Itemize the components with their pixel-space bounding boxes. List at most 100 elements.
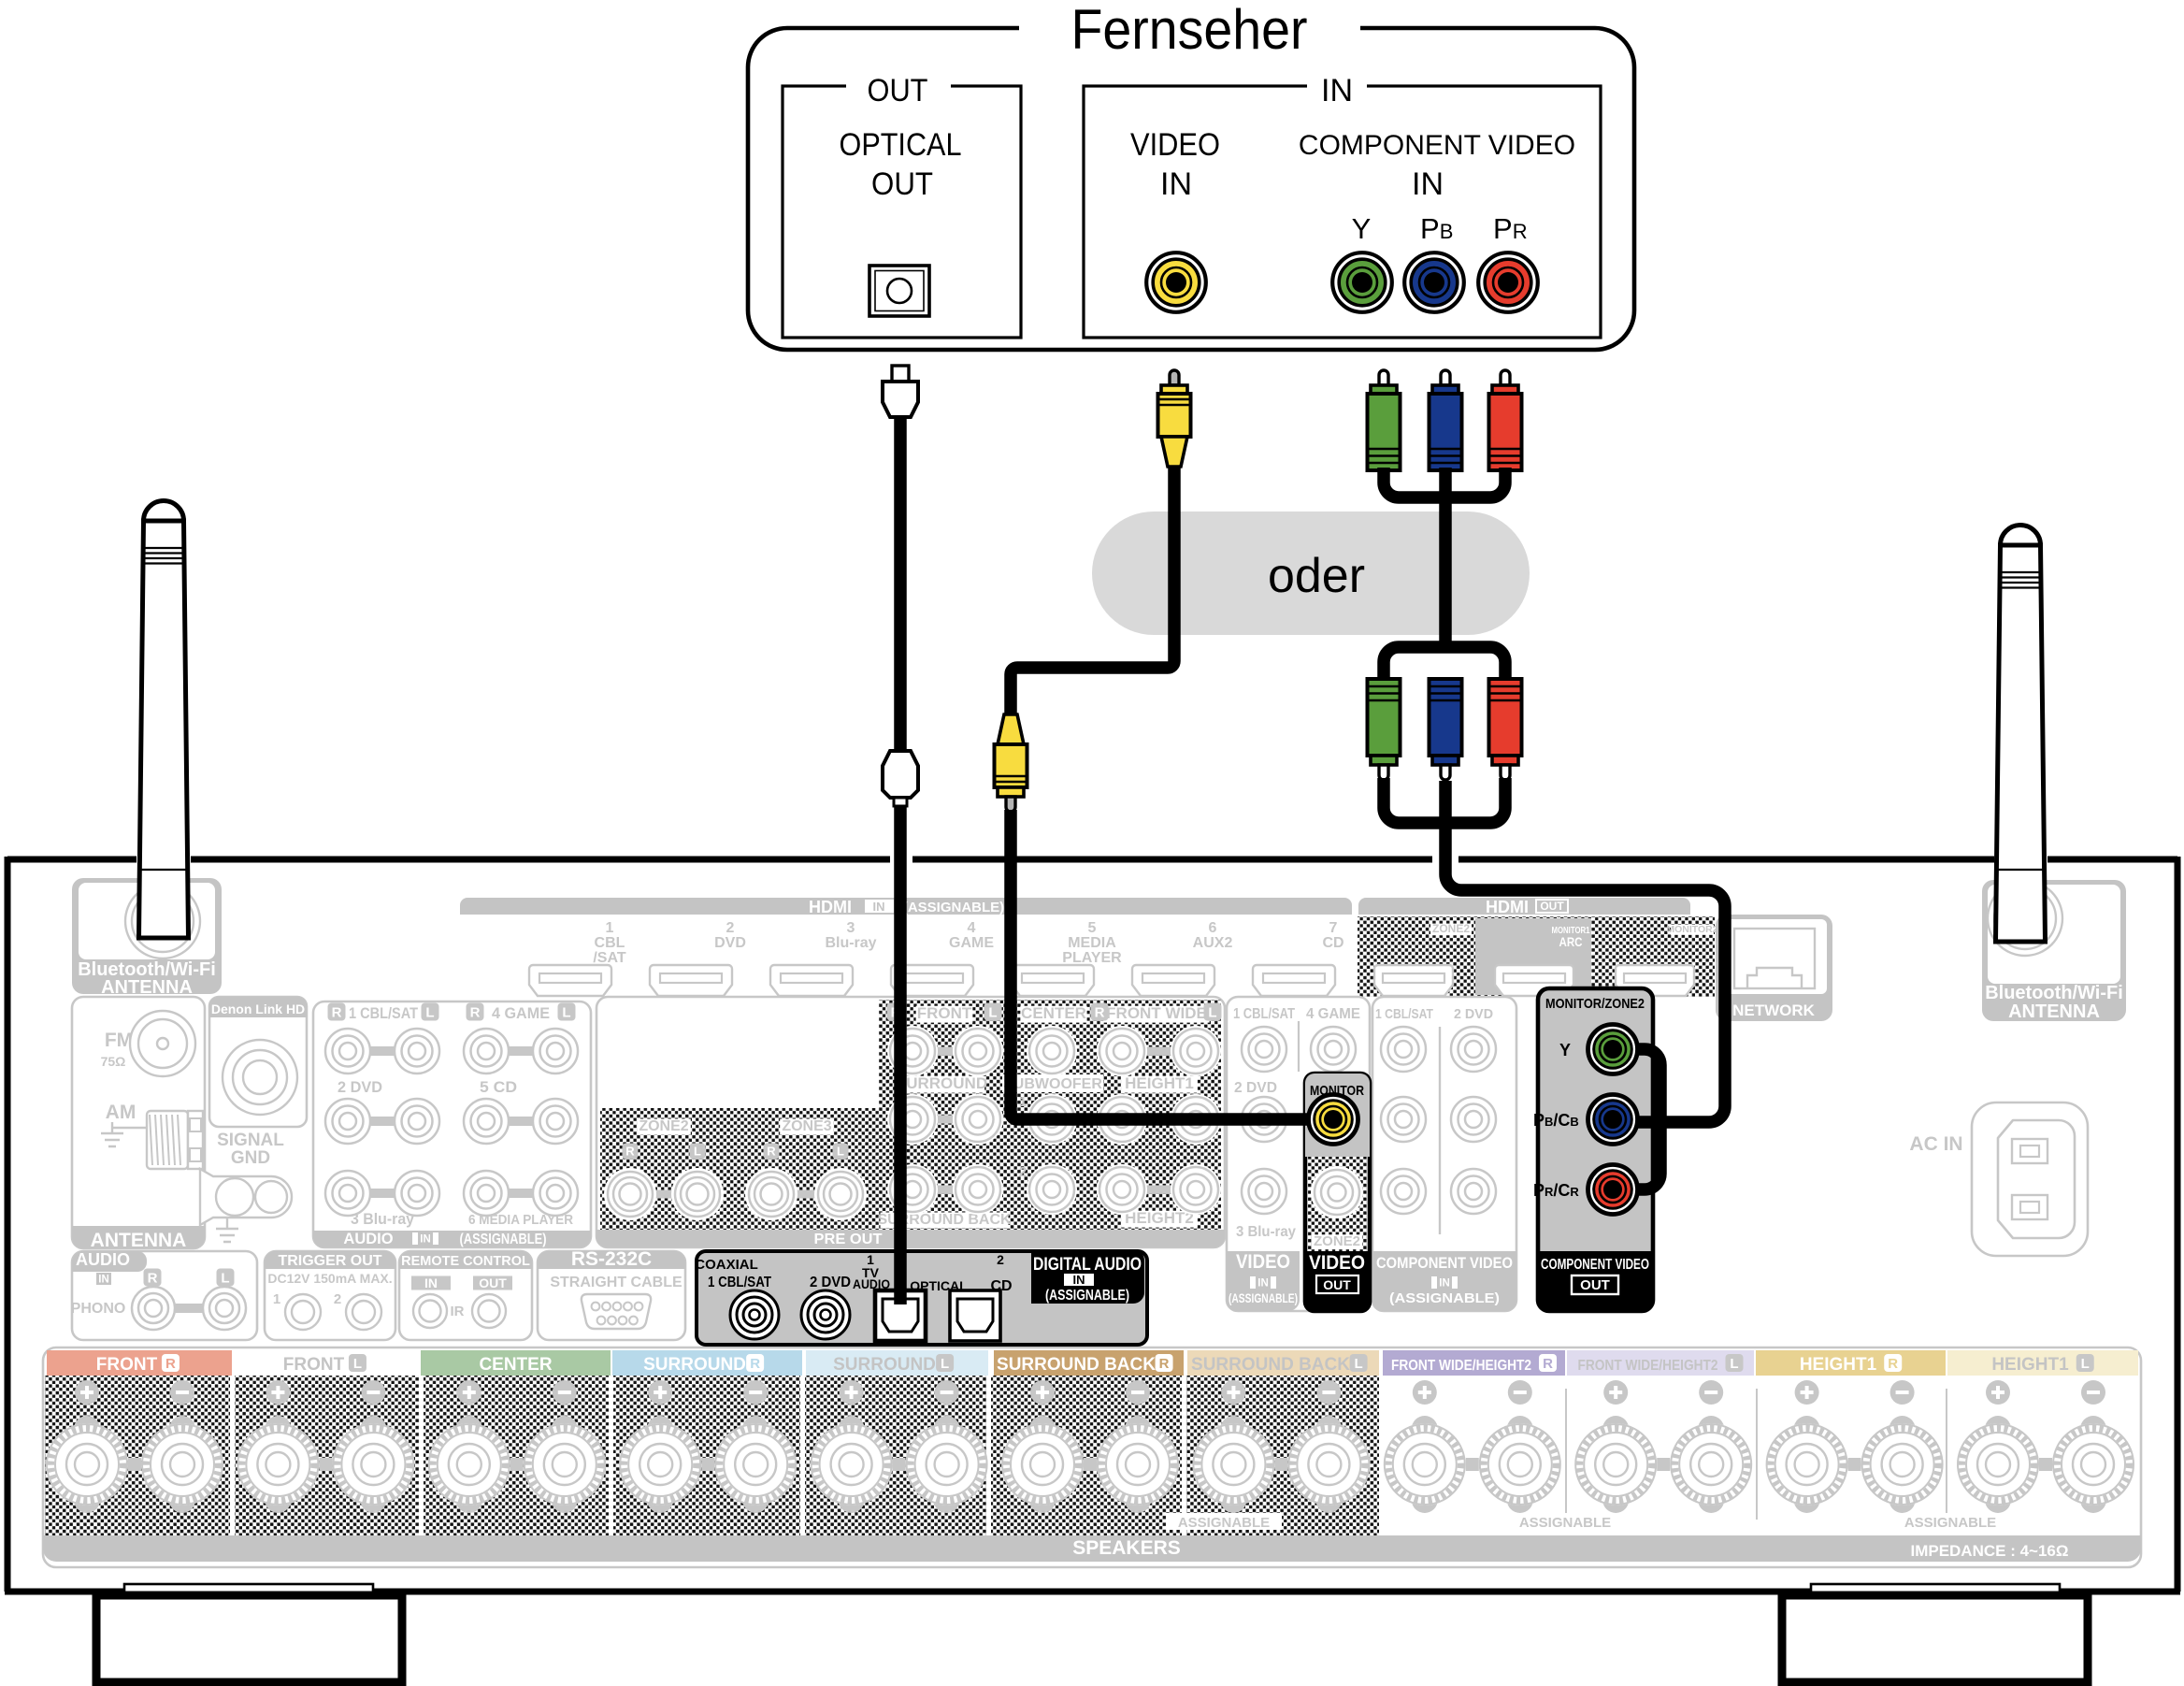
svg-text:1: 1 (1019, 1094, 1027, 1110)
svg-text:OUT: OUT (1323, 1277, 1351, 1292)
svg-text:2: 2 (1019, 1164, 1027, 1180)
svg-text:2 DVD: 2 DVD (1454, 1006, 1493, 1022)
svg-text:Denon Link HD: Denon Link HD (211, 1002, 305, 1016)
svg-text:2 DVD: 2 DVD (338, 1078, 382, 1096)
svg-text:IN: IN (1412, 166, 1444, 202)
svg-text:6 MEDIA PLAYER: 6 MEDIA PLAYER (468, 1212, 573, 1228)
svg-text:PB/CB: PB/CB (1533, 1111, 1579, 1130)
svg-text:L: L (837, 1145, 844, 1159)
svg-text:Bluetooth/Wi-Fi: Bluetooth/Wi-Fi (1985, 983, 2123, 1003)
svg-text:ZONE3: ZONE3 (782, 1118, 831, 1134)
svg-text:STRAIGHT CABLE: STRAIGHT CABLE (550, 1275, 682, 1290)
svg-text:6: 6 (1209, 920, 1217, 936)
svg-text:R: R (625, 1145, 635, 1159)
svg-text:DC12V 150mA MAX.: DC12V 150mA MAX. (267, 1271, 392, 1286)
svg-text:4 GAME: 4 GAME (1306, 1006, 1360, 1022)
svg-text:PLAYER: PLAYER (1062, 950, 1122, 966)
svg-text:1 CBL/SAT: 1 CBL/SAT (1375, 1006, 1433, 1022)
svg-text:IN: IN (873, 900, 885, 914)
svg-text:TV: TV (862, 1265, 880, 1280)
svg-text:3: 3 (847, 920, 855, 936)
svg-text:IN: IN (1321, 73, 1353, 108)
svg-text:GAME: GAME (949, 935, 994, 951)
svg-text:5: 5 (1088, 920, 1097, 936)
svg-text:L: L (562, 1004, 570, 1020)
svg-text:MONITOR2: MONITOR2 (1666, 924, 1717, 935)
svg-text:HEIGHT1: HEIGHT1 (1991, 1355, 2069, 1375)
svg-text:FRONT WIDE/HEIGHT2: FRONT WIDE/HEIGHT2 (1391, 1358, 1531, 1374)
svg-text:ZONE2: ZONE2 (639, 1118, 688, 1134)
svg-text:IN: IN (1073, 1273, 1085, 1287)
svg-text:ZONE2: ZONE2 (1314, 1233, 1360, 1249)
svg-text:ANTENNA: ANTENNA (2008, 1002, 2100, 1022)
svg-text:ASSIGNABLE: ASSIGNABLE (1178, 1515, 1270, 1531)
svg-text:SIGNAL: SIGNAL (217, 1131, 284, 1150)
svg-text:SURROUND: SURROUND (896, 1074, 987, 1092)
svg-text:IN: IN (1439, 1278, 1450, 1290)
svg-text:IN: IN (420, 1234, 431, 1246)
svg-text:7: 7 (1329, 920, 1338, 936)
svg-text:MONITOR1: MONITOR1 (1552, 925, 1590, 936)
svg-text:MEDIA: MEDIA (1068, 935, 1116, 951)
svg-text:RS-232C: RS-232C (571, 1248, 652, 1270)
svg-text:SUBWOOFER: SUBWOOFER (1003, 1076, 1102, 1092)
svg-text:COMPONENT VIDEO: COMPONENT VIDEO (1541, 1257, 1649, 1273)
svg-text:FRONT WIDE: FRONT WIDE (1106, 1004, 1207, 1022)
svg-text:FRONT: FRONT (917, 1004, 972, 1022)
svg-text:FRONT: FRONT (283, 1355, 345, 1375)
svg-text:NETWORK: NETWORK (1732, 1002, 1816, 1019)
svg-text:PR/CR: PR/CR (1533, 1181, 1579, 1200)
svg-text:ZONE2: ZONE2 (1432, 922, 1470, 935)
svg-text:AC IN: AC IN (1909, 1133, 1962, 1155)
svg-text:HEIGHT1: HEIGHT1 (1800, 1355, 1877, 1375)
svg-text:CBL: CBL (595, 935, 625, 951)
svg-text:SURROUND BACK: SURROUND BACK (877, 1212, 1012, 1228)
svg-text:FRONT: FRONT (96, 1355, 158, 1375)
svg-text:OPTICAL: OPTICAL (840, 127, 962, 163)
svg-text:L: L (221, 1270, 229, 1286)
svg-text:3 Blu-ray: 3 Blu-ray (351, 1210, 415, 1228)
svg-text:L: L (2081, 1356, 2090, 1372)
svg-text:R: R (148, 1270, 158, 1286)
svg-text:1: 1 (273, 1291, 280, 1307)
svg-text:Y: Y (1352, 212, 1372, 245)
svg-text:L: L (1208, 1004, 1216, 1020)
svg-text:ANTENNA: ANTENNA (91, 1230, 187, 1251)
svg-text:IN: IN (98, 1275, 109, 1286)
svg-text:SPEAKERS: SPEAKERS (1072, 1537, 1181, 1559)
svg-text:SURROUND BACK: SURROUND BACK (997, 1355, 1156, 1375)
svg-text:Blu-ray: Blu-ray (825, 935, 876, 951)
svg-text:CENTER: CENTER (1021, 1004, 1086, 1022)
svg-text:Bluetooth/Wi-Fi: Bluetooth/Wi-Fi (78, 959, 216, 980)
svg-text:R: R (470, 1004, 481, 1020)
svg-text:L: L (941, 1356, 949, 1372)
svg-text:R: R (750, 1356, 760, 1372)
svg-text:(ASSIGNABLE): (ASSIGNABLE) (1228, 1290, 1298, 1305)
svg-text:R: R (1543, 1356, 1553, 1372)
svg-text:L: L (1730, 1356, 1738, 1372)
svg-text:HDMI: HDMI (1486, 898, 1529, 916)
svg-text:L: L (353, 1356, 362, 1372)
svg-text:OUT: OUT (1540, 900, 1564, 913)
svg-text:AUDIO: AUDIO (853, 1276, 890, 1291)
svg-text:FM: FM (105, 1030, 133, 1051)
svg-text:HDMI: HDMI (809, 898, 852, 916)
svg-text:PRE OUT: PRE OUT (814, 1232, 883, 1247)
svg-text:AUDIO: AUDIO (343, 1231, 393, 1247)
svg-text:IN: IN (424, 1275, 438, 1290)
svg-text:Y: Y (1559, 1041, 1571, 1059)
svg-text:AUDIO: AUDIO (76, 1250, 130, 1269)
svg-text:2: 2 (997, 1252, 1004, 1267)
svg-text:L: L (694, 1145, 701, 1159)
svg-text:IN: IN (1160, 166, 1192, 202)
svg-text:R: R (1095, 1004, 1105, 1020)
svg-text:HEIGHT1: HEIGHT1 (1125, 1074, 1194, 1092)
svg-text:R: R (1159, 1356, 1170, 1372)
svg-text:oder: oder (1268, 549, 1365, 603)
svg-text:OUT: OUT (479, 1275, 507, 1290)
svg-text:1 CBL/SAT: 1 CBL/SAT (349, 1004, 419, 1022)
svg-text:PHONO: PHONO (71, 1301, 126, 1317)
svg-text:VIDEO: VIDEO (1309, 1252, 1365, 1274)
svg-text:OUT: OUT (868, 73, 928, 108)
svg-text:SURROUND BACK: SURROUND BACK (1191, 1355, 1350, 1375)
